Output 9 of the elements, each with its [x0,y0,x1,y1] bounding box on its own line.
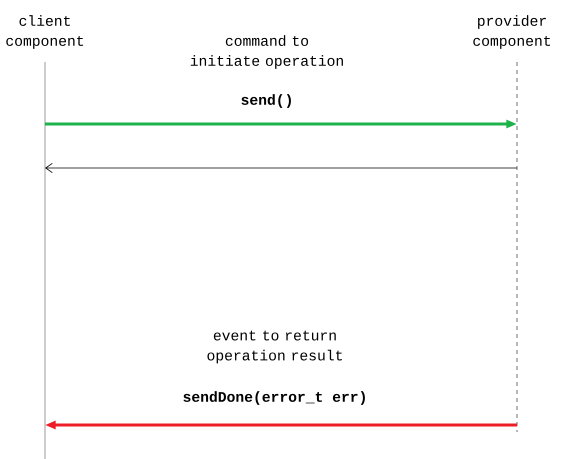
edge-label: sendDone(error_t err) [183,391,365,405]
note: command to initiate operation [190,35,343,69]
participant-label: provider component [473,15,550,49]
lifeline [44,62,46,459]
edge-label: send() [241,94,291,108]
arrow [45,162,518,174]
note: event to return operation result [207,330,342,364]
lifeline [516,62,518,432]
participant-label: client component [6,15,84,49]
